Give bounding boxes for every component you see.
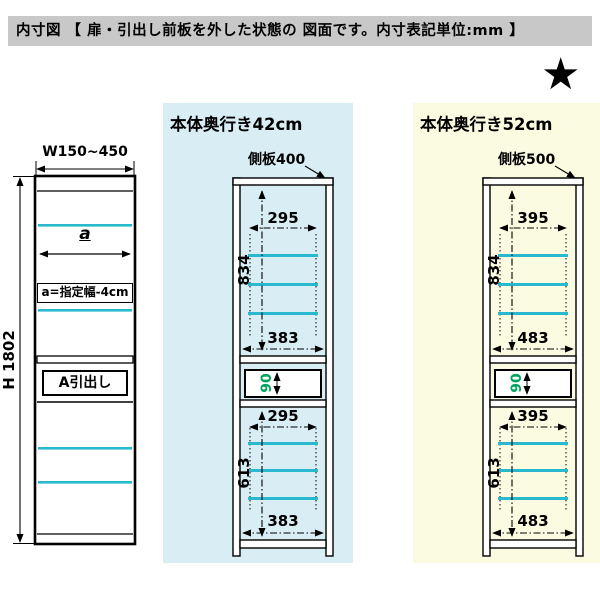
depth42-upper-height-label: 834 — [235, 254, 253, 286]
depth52-lower-width-label: 395 — [517, 407, 549, 425]
header-bar: 内寸図 【 扉・引出し前板を外した状態の 図面です。内寸表記単位:mm 】 — [8, 16, 592, 46]
depth52-lower-fullwidth-label: 483 — [517, 512, 549, 530]
depth52-side-panel-label: 側板500 — [498, 152, 556, 168]
a-note-box: a=指定幅-4cm — [37, 283, 133, 303]
depth42-side-panel-label: 側板400 — [248, 152, 306, 168]
depth42-upper-fullwidth-label: 383 — [267, 329, 299, 347]
left-cabinet-outline — [33, 174, 137, 546]
fixed-shelf — [239, 355, 327, 364]
depth52-title: 本体奥行き52cm — [420, 115, 553, 134]
depth42-lower-fullwidth-label: 383 — [267, 512, 299, 530]
depth52-drawer-height-label: 90 — [509, 373, 525, 393]
depth52-upper-fullwidth-label: 483 — [517, 329, 549, 347]
depth42-title: 本体奥行き42cm — [170, 115, 303, 134]
depth52-upper-height-label: 834 — [485, 254, 503, 286]
drawer-a-label-box: A引出し — [42, 370, 128, 396]
depth42-upper-width-label: 295 — [267, 209, 299, 227]
depth42-drawer-height-label: 90 — [259, 373, 275, 393]
width-dimension-label: W150~450 — [42, 144, 128, 160]
a-width-label: a — [79, 224, 91, 244]
depth42-lower-width-label: 295 — [267, 407, 299, 425]
depth42-cabinet-drawing — [232, 165, 334, 557]
height-dimension-label: H 1802 — [0, 330, 18, 390]
left-shelf-lines — [38, 224, 132, 484]
drawer-box — [244, 369, 322, 398]
side-panel-pointer — [304, 165, 326, 179]
dimension-lines — [242, 190, 324, 537]
left-fixed-shelf — [36, 355, 134, 364]
depth42-lower-height-label: 613 — [235, 457, 253, 489]
left-cabinet-drawing — [13, 161, 137, 546]
star-icon: ★ — [541, 49, 581, 100]
depth52-lower-height-label: 613 — [485, 457, 503, 489]
header-title: 内寸図 【 扉・引出し前板を外した状態の 図面です。内寸表記単位:mm 】 — [16, 23, 525, 39]
depth52-upper-width-label: 395 — [517, 209, 549, 227]
shelf-lines — [248, 254, 318, 500]
